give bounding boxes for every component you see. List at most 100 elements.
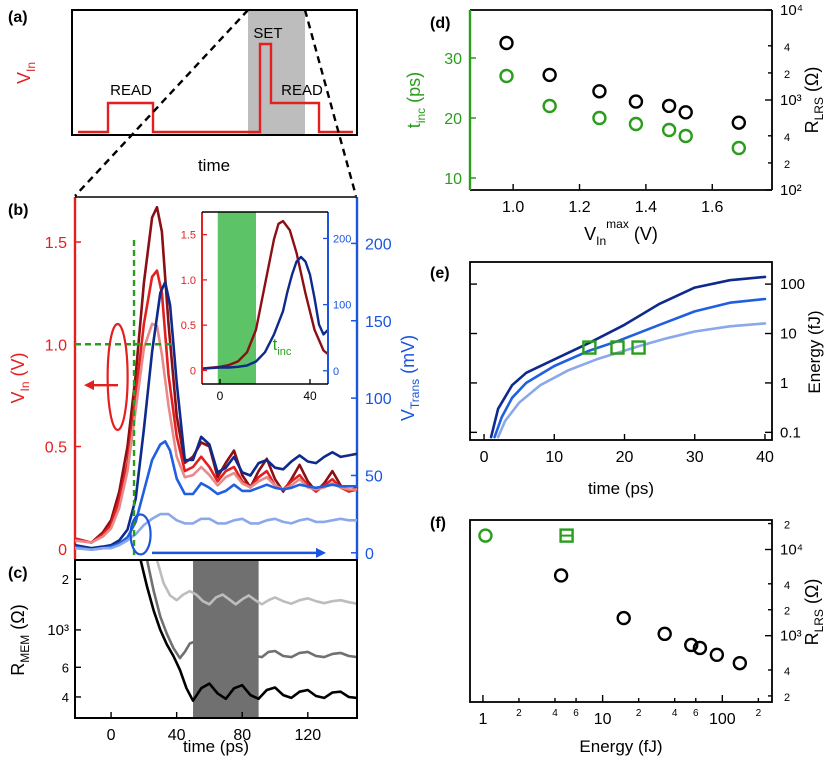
y-tick-label: 1.5 bbox=[45, 235, 67, 252]
annotation-read-2: READ bbox=[281, 82, 323, 99]
data-point-tinc bbox=[678, 128, 693, 144]
x-tick-label: 80 bbox=[233, 727, 251, 744]
y2-tick-label: 50 bbox=[365, 468, 383, 485]
series-line-1 bbox=[75, 205, 357, 544]
x-tick-label: 1.2 bbox=[568, 199, 590, 216]
y2-tick-label: 10⁴ bbox=[780, 542, 803, 559]
panel-a-xlabel: time bbox=[198, 156, 230, 175]
y2-tick-label: 0.1 bbox=[780, 424, 801, 441]
inset-tinc-annotation: tinc bbox=[273, 335, 292, 358]
inset-series-line-2 bbox=[202, 255, 328, 370]
panel-e-y2label: Energy (fJ) bbox=[805, 310, 824, 393]
series-line-5 bbox=[75, 440, 357, 552]
panel-label-a: (a) bbox=[8, 9, 28, 26]
x-tick-label: 10 bbox=[545, 449, 563, 466]
data-point-tinc bbox=[628, 116, 644, 132]
panel-f-y2label: RLRS (Ω) bbox=[802, 579, 826, 646]
panel-c-frame bbox=[74, 559, 358, 719]
data-point-rlrs bbox=[731, 115, 747, 130]
y-tick-label: 1.0 bbox=[45, 337, 67, 354]
data-point-rlrs bbox=[678, 105, 693, 120]
y2-tick-label: 4 bbox=[784, 580, 790, 592]
inset-y-tick-label: 1.5 bbox=[181, 230, 196, 242]
panel-d-xlabel: VInmax (V) bbox=[584, 217, 658, 248]
inset-y-tick-label: 1.0 bbox=[181, 275, 196, 287]
data-point-tinc bbox=[542, 98, 557, 114]
y2-tick-label: 4 bbox=[784, 132, 790, 144]
y-tick-label: 4 bbox=[62, 690, 69, 705]
data-point-circle bbox=[709, 647, 725, 663]
panel-e-frame bbox=[469, 261, 773, 441]
panel-label-b: (b) bbox=[8, 202, 28, 219]
data-point-tinc bbox=[592, 110, 607, 126]
y-tick-label: 30 bbox=[444, 51, 462, 68]
y-tick-label: 6 bbox=[62, 660, 69, 675]
x-tick-label: 0 bbox=[480, 449, 489, 466]
x-tick-label: 2 bbox=[636, 708, 642, 719]
y2-tick-label: 2 bbox=[784, 69, 790, 81]
data-point-circle bbox=[684, 637, 699, 653]
x-tick-label: 40 bbox=[168, 727, 186, 744]
data-point-tinc bbox=[661, 122, 677, 138]
panel-c-ylabel: RMEM (Ω) bbox=[8, 604, 32, 675]
pulse-waveform-line bbox=[78, 42, 353, 134]
x-tick-label: 40 bbox=[756, 449, 774, 466]
annotation-set: SET bbox=[253, 25, 282, 42]
inset-y-tick-label: 0.5 bbox=[181, 320, 196, 332]
panel-e-xlabel: time (ps) bbox=[588, 479, 654, 498]
energy-line-3 bbox=[496, 322, 767, 439]
inset-y2-tick-label: 0 bbox=[333, 366, 339, 378]
y-tick-label: 20 bbox=[444, 111, 462, 128]
y-tick-label: 0 bbox=[58, 542, 67, 559]
panel-label-c: (c) bbox=[8, 565, 28, 582]
series-line-4 bbox=[75, 280, 357, 550]
y2-tick-label: 2 bbox=[784, 606, 790, 618]
y2-tick-label: 150 bbox=[365, 314, 392, 331]
right-arrow-head bbox=[316, 547, 326, 558]
panel-a-ylabel: VIn bbox=[14, 62, 38, 84]
data-point-tinc bbox=[499, 68, 514, 84]
data-point-rlrs bbox=[628, 94, 644, 109]
inset-green-band bbox=[217, 212, 256, 384]
data-point-circle bbox=[657, 626, 672, 642]
y2-tick-label: 10³ bbox=[780, 92, 802, 109]
y2-tick-label: 0 bbox=[365, 546, 374, 563]
x-tick-label: 6 bbox=[693, 708, 699, 719]
inset-y2-tick-label: 200 bbox=[333, 233, 351, 245]
y2-tick-label: 2 bbox=[784, 692, 790, 704]
x-tick-label: 4 bbox=[672, 708, 678, 719]
x-tick-label: 30 bbox=[686, 449, 704, 466]
y2-tick-label: 10 bbox=[780, 326, 797, 343]
y2-tick-label: 2 bbox=[784, 520, 790, 532]
x-tick-label: 2 bbox=[756, 708, 762, 719]
energy-line-1 bbox=[489, 275, 767, 439]
inset-y-tick-label: 0 bbox=[190, 365, 196, 377]
resistance-line-2 bbox=[145, 560, 357, 660]
y2-tick-label: 2 bbox=[784, 159, 790, 171]
panel-f-frame bbox=[469, 519, 773, 703]
data-point-circle bbox=[553, 568, 569, 583]
threshold-square-marker bbox=[610, 340, 625, 355]
data-point-circle bbox=[478, 528, 493, 543]
y2-tick-label: 100 bbox=[780, 276, 805, 293]
panel-b-y2label: VTrans (mV) bbox=[398, 335, 422, 421]
data-point-circle bbox=[692, 640, 708, 656]
data-point-circle bbox=[616, 610, 631, 626]
x-tick-label: 1.0 bbox=[502, 199, 524, 216]
inset-x-tick-label: 40 bbox=[303, 389, 317, 403]
inset-series-line-1 bbox=[202, 219, 328, 370]
data-point-rlrs bbox=[592, 84, 607, 99]
panel-label-e: (e) bbox=[430, 265, 450, 282]
panel-label-f: (f) bbox=[430, 515, 446, 532]
x-tick-label: 6 bbox=[573, 708, 579, 719]
x-tick-label: 0 bbox=[107, 727, 116, 744]
x-tick-label: 4 bbox=[552, 708, 558, 719]
panel-b-ylabel: VIn (V) bbox=[8, 352, 32, 403]
threshold-square-marker bbox=[631, 340, 646, 355]
